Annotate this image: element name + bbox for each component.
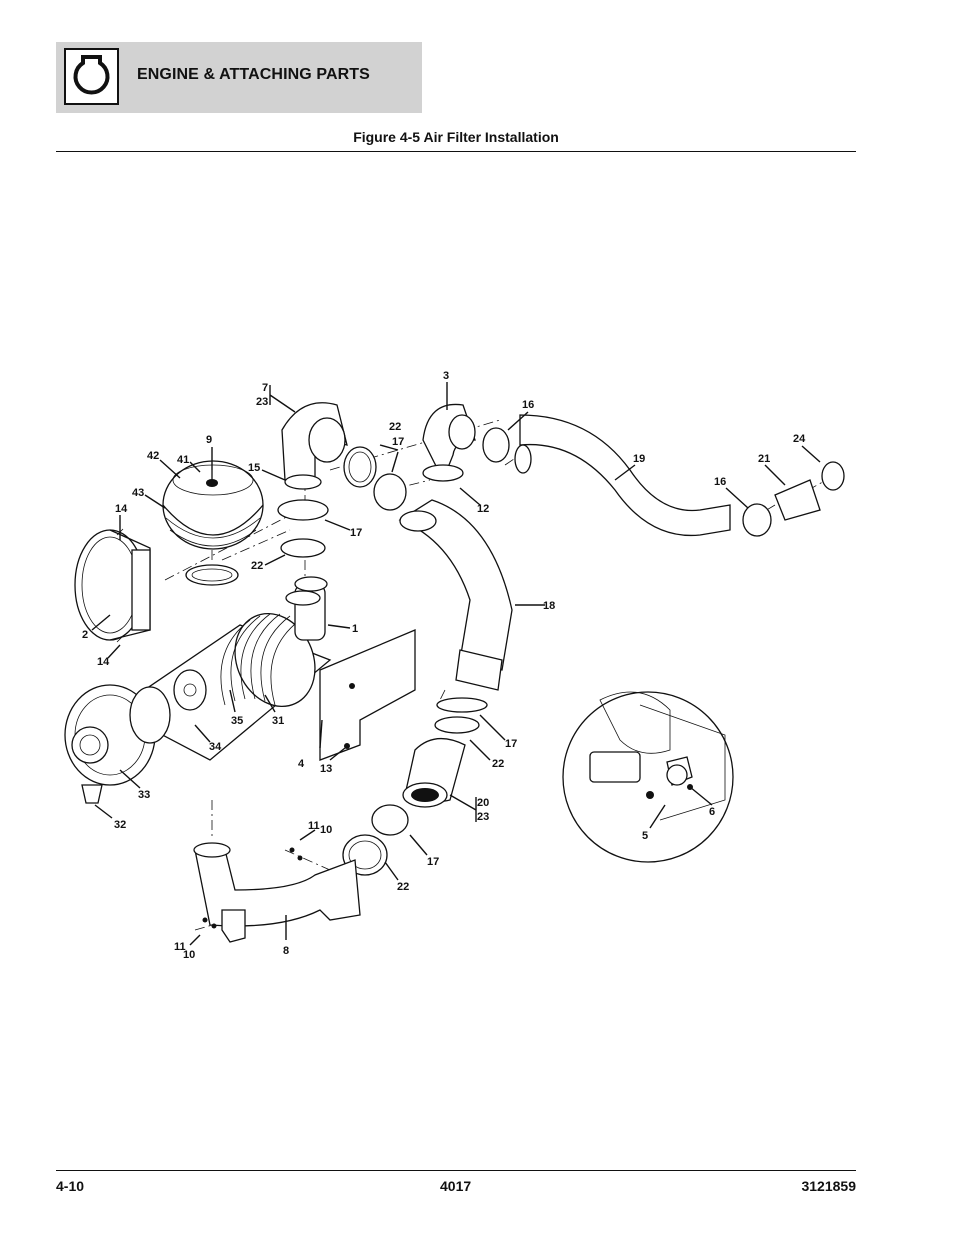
callout-22: 22 bbox=[389, 421, 401, 433]
callout-10: 10 bbox=[320, 824, 332, 836]
callout-22c: 22 bbox=[492, 758, 504, 770]
end-cap-part bbox=[64, 684, 171, 804]
detail-view-circle bbox=[562, 691, 734, 863]
header-divider bbox=[56, 151, 856, 152]
mounting-bracket-part bbox=[74, 528, 151, 643]
figure-title: Figure 4-5 Air Filter Installation bbox=[353, 129, 559, 145]
callout-17c: 17 bbox=[505, 738, 517, 750]
callout-8: 8 bbox=[283, 945, 289, 957]
callout-17d: 17 bbox=[427, 856, 439, 868]
footer-divider bbox=[56, 1170, 856, 1171]
mounting-plate-part bbox=[319, 629, 416, 761]
callout-17b: 17 bbox=[350, 527, 362, 539]
callout-5: 5 bbox=[642, 830, 648, 842]
clamp-ring-part bbox=[185, 564, 239, 586]
outlet-hose-part bbox=[398, 499, 513, 691]
page-number: 4-10 bbox=[56, 1178, 85, 1194]
section-header: ENGINE & ATTACHING PARTS bbox=[56, 42, 422, 113]
callout-22d: 22 bbox=[397, 881, 409, 893]
callout-6: 6 bbox=[709, 806, 715, 818]
callout-33: 33 bbox=[138, 789, 150, 801]
mid-clamp-part bbox=[434, 697, 488, 734]
filter-cover-part bbox=[162, 460, 264, 550]
callout-14: 14 bbox=[115, 503, 128, 515]
callout-21: 21 bbox=[758, 453, 770, 465]
callout-12: 12 bbox=[477, 503, 489, 515]
callout-2: 2 bbox=[82, 629, 88, 641]
callout-31: 31 bbox=[272, 715, 284, 727]
callout-18: 18 bbox=[543, 600, 555, 612]
callout-1: 1 bbox=[352, 623, 358, 635]
callout-20: 20 bbox=[477, 797, 489, 809]
callout-41: 41 bbox=[177, 454, 189, 466]
callout-11: 11 bbox=[308, 820, 320, 832]
lower-tube-part bbox=[193, 842, 361, 943]
callout-42: 42 bbox=[147, 450, 159, 462]
engine-outline-icon bbox=[64, 48, 119, 105]
callout-32: 32 bbox=[114, 819, 126, 831]
callout-17: 17 bbox=[392, 436, 404, 448]
callout-24: 24 bbox=[793, 433, 806, 445]
intake-hose-part bbox=[514, 414, 845, 537]
callout-23: 23 bbox=[256, 396, 268, 408]
upper-clamp-part bbox=[343, 446, 407, 511]
callout-23b: 23 bbox=[477, 811, 489, 823]
callout-22b: 22 bbox=[251, 560, 263, 572]
upper-elbow-part bbox=[277, 402, 348, 558]
callout-9: 9 bbox=[206, 434, 212, 446]
callout-43: 43 bbox=[132, 487, 144, 499]
callout-19: 19 bbox=[633, 453, 645, 465]
callout-10b: 10 bbox=[183, 949, 195, 961]
callout-11b: 11 bbox=[174, 941, 186, 953]
manual-part-number: 3121859 bbox=[801, 1178, 856, 1194]
callout-16: 16 bbox=[522, 399, 534, 411]
callout-35: 35 bbox=[231, 715, 243, 727]
callout-15: 15 bbox=[248, 462, 260, 474]
elbow-3-part bbox=[422, 403, 510, 482]
callout-16b: 16 bbox=[714, 476, 726, 488]
callout-3: 3 bbox=[443, 370, 449, 382]
section-title: ENGINE & ATTACHING PARTS bbox=[137, 66, 370, 83]
model-number: 4017 bbox=[440, 1178, 472, 1194]
callout-34: 34 bbox=[209, 741, 222, 753]
callout-13: 13 bbox=[320, 763, 332, 775]
elbow-20-part bbox=[402, 738, 466, 808]
callout-14b: 14 bbox=[97, 656, 110, 668]
callout-7: 7 bbox=[262, 382, 268, 394]
callout-4: 4 bbox=[298, 758, 305, 770]
